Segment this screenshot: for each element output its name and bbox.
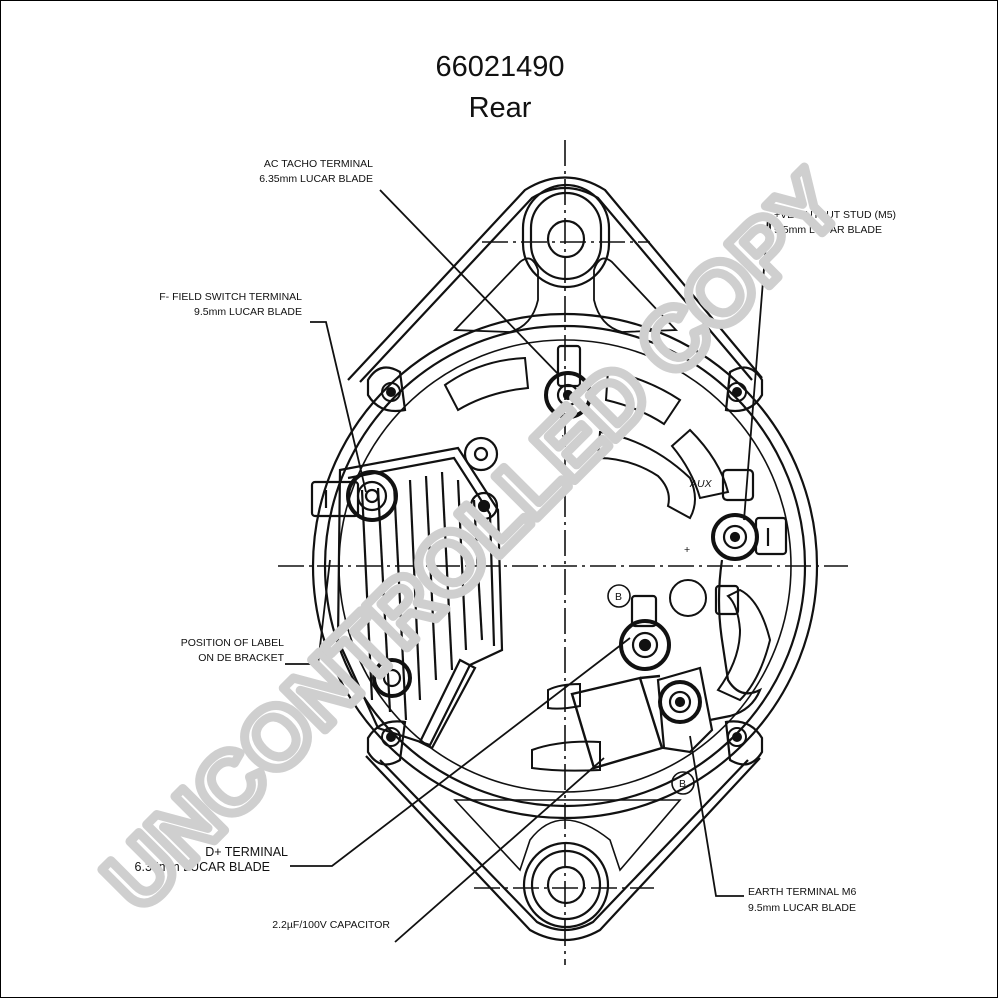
ac-tacho-terminal	[544, 344, 592, 419]
centre-lines	[278, 140, 848, 965]
corner-screws	[381, 382, 747, 747]
earth-terminal	[656, 666, 714, 795]
callout-capacitor: 2.2µF/100V CAPACITOR	[272, 919, 390, 931]
regulator-assembly	[336, 436, 504, 750]
svg-text:6.35mm LUCAR BLADE: 6.35mm LUCAR BLADE	[259, 173, 373, 185]
svg-text:F- FIELD SWITCH TERMINAL: F- FIELD SWITCH TERMINAL	[159, 291, 302, 303]
svg-text:2.2µF/100V CAPACITOR: 2.2µF/100V CAPACITOR	[272, 919, 390, 931]
cooling-slots	[443, 356, 772, 772]
callout-positive-output: +VE OUTPUT STUD (M5) 9.5mm LUCAR BLADE	[774, 209, 896, 236]
callout-d-plus: D+ TERMINAL 6.35mm LUCAR BLADE	[135, 845, 289, 874]
svg-text:D+ TERMINAL: D+ TERMINAL	[205, 845, 288, 859]
callout-f-field: F- FIELD SWITCH TERMINAL 9.5mm LUCAR BLA…	[159, 291, 302, 318]
regulator-screw	[372, 658, 412, 698]
w-marking: W	[562, 433, 572, 445]
callout-ac-tacho: AC TACHO TERMINAL 6.35mm LUCAR BLADE	[259, 158, 373, 185]
positive-output-stud	[709, 468, 788, 722]
svg-text:+VE OUTPUT STUD (M5): +VE OUTPUT STUD (M5)	[774, 209, 896, 221]
plus-marking: +	[684, 544, 690, 556]
callout-label-position: POSITION OF LABEL ON DE BRACKET	[181, 637, 285, 664]
capacitor	[570, 674, 664, 770]
view-title: Rear	[469, 92, 532, 124]
f-field-terminal	[310, 470, 398, 522]
svg-text:6.35mm LUCAR BLADE: 6.35mm LUCAR BLADE	[135, 860, 270, 874]
svg-text:9.5mm LUCAR BLADE: 9.5mm LUCAR BLADE	[194, 306, 302, 318]
leader-lines	[285, 189, 771, 943]
part-number: 66021490	[435, 51, 564, 83]
b-marking-upper: B	[615, 591, 622, 603]
svg-text:POSITION OF LABEL: POSITION OF LABEL	[181, 637, 284, 649]
svg-text:AC TACHO TERMINAL: AC TACHO TERMINAL	[264, 158, 373, 170]
svg-text:EARTH TERMINAL M6: EARTH TERMINAL M6	[748, 886, 856, 898]
callout-earth: EARTH TERMINAL M6 9.5mm LUCAR BLADE	[748, 886, 856, 914]
svg-text:ON DE BRACKET: ON DE BRACKET	[198, 652, 284, 664]
svg-text:9.5mm LUCAR BLADE: 9.5mm LUCAR BLADE	[774, 224, 882, 236]
svg-text:9.5mm LUCAR BLADE: 9.5mm LUCAR BLADE	[748, 902, 856, 914]
housing-outline	[311, 176, 819, 941]
b-marking-lower: B	[679, 778, 686, 790]
aux-marking: AUX	[689, 478, 713, 490]
